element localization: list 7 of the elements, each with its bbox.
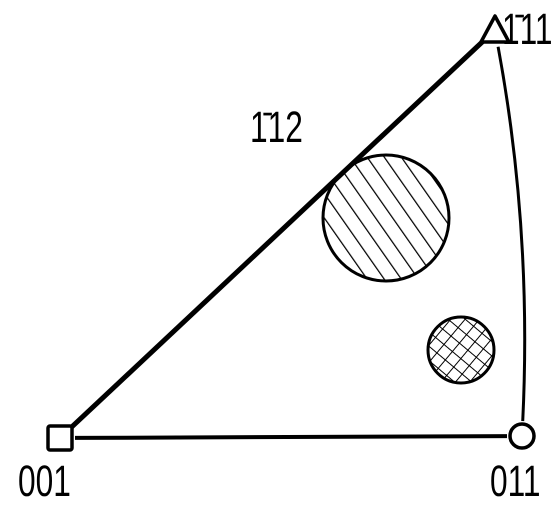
- boundary-line: [69, 40, 484, 430]
- boundary-line: [496, 46, 526, 422]
- pole-label: 011: [490, 460, 541, 504]
- pole-label: 1̄11: [502, 8, 553, 52]
- boundary-line: [75, 434, 507, 440]
- pole-label: 1̄12: [250, 106, 303, 150]
- pole-label: 001: [18, 460, 71, 504]
